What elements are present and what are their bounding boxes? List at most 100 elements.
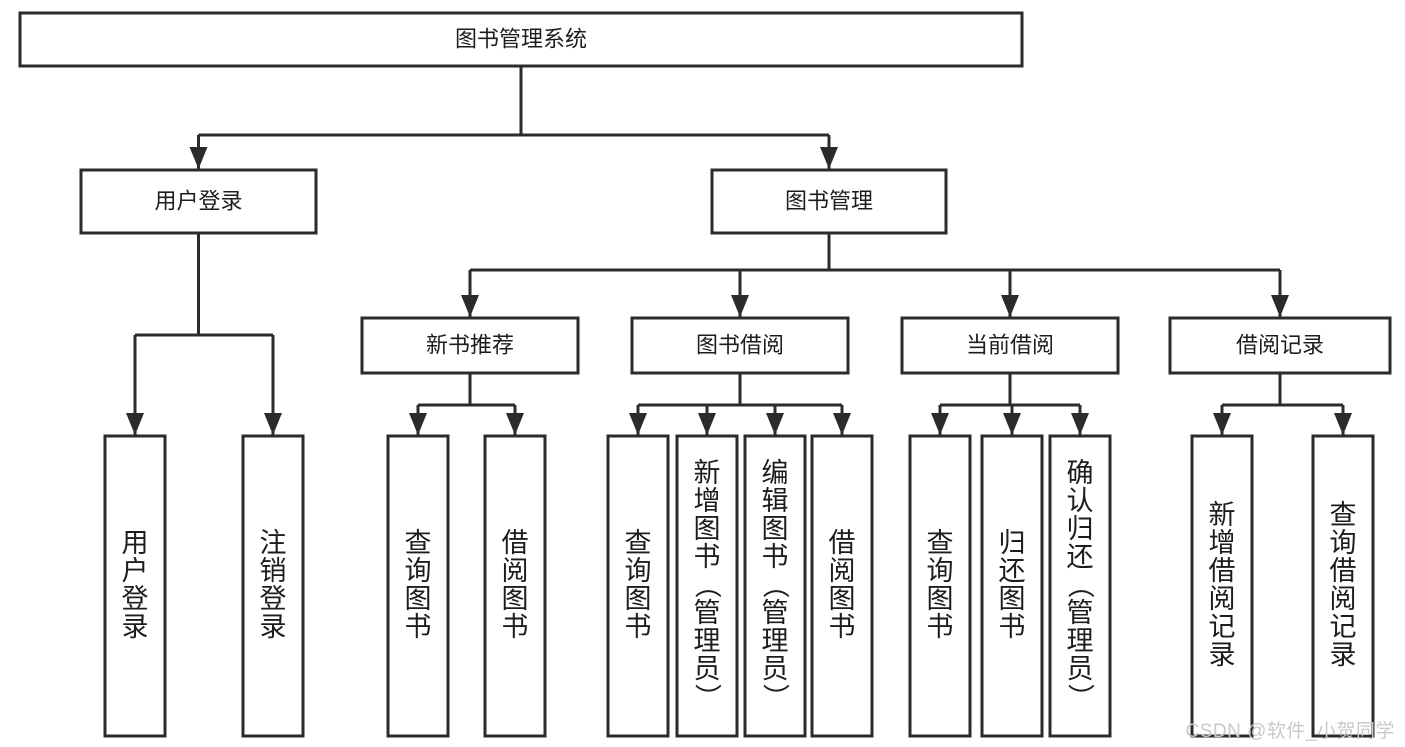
- node-label: 用户登录: [154, 188, 242, 213]
- node-label: 借阅记录: [1236, 332, 1324, 357]
- node-label-char: 图: [502, 584, 529, 614]
- node-label-char: 询: [405, 556, 432, 586]
- node-box: [386, 434, 450, 738]
- node-label-char: ）: [760, 683, 790, 710]
- node-e696b0e4b9a6e68ea8e88d90-level3[interactable]: 新书推荐: [360, 316, 580, 375]
- node-box: [908, 434, 972, 738]
- node-label-char: 增: [1209, 528, 1236, 558]
- node-label-char: 增: [694, 486, 721, 516]
- arrow-head-icon: [506, 413, 524, 435]
- node-label-char: 登: [122, 584, 149, 614]
- arrow-head-icon: [698, 413, 716, 435]
- node-label-char: 登: [260, 584, 287, 614]
- node-label-char: 图: [829, 584, 856, 614]
- node-label-char: 图: [625, 584, 652, 614]
- node-label-char: 阅: [1330, 584, 1357, 614]
- node-label-char: 员: [762, 654, 789, 684]
- node-label: 当前借阅: [966, 332, 1054, 357]
- node-label-char: 新: [1209, 500, 1236, 530]
- node-label-char: 理: [694, 626, 721, 656]
- node-e59bbee4b9a6e7aea1e79086-level2[interactable]: 图书管理: [710, 168, 948, 235]
- node-label-char: 询: [927, 556, 954, 586]
- arrow-head-icon: [461, 295, 479, 317]
- arrow-head-icon: [1213, 413, 1231, 435]
- arrow-head-icon: [189, 147, 208, 169]
- node-label-char: 用: [122, 528, 149, 558]
- node-box: [1168, 316, 1392, 375]
- node-e59bbee4b9a6e5809fe99885-level3[interactable]: 图书借阅: [630, 316, 850, 375]
- node-label-char: 阅: [502, 556, 529, 586]
- arrow-head-icon: [820, 147, 838, 169]
- node-box: [1190, 434, 1254, 738]
- node-label-char: 认: [1067, 486, 1094, 516]
- node-label-char: 管: [1067, 598, 1094, 628]
- node-label-char: 图: [694, 514, 721, 544]
- node-label-char: 记: [1330, 612, 1357, 642]
- node-label-char: 录: [260, 612, 287, 642]
- node-label-char: 借: [1209, 556, 1236, 586]
- arrow-head-icon: [629, 413, 647, 435]
- node-label-char: 询: [1330, 528, 1357, 558]
- node-label-char: （: [1065, 571, 1095, 598]
- node-e5bd93e5898de5809fe99885-level3[interactable]: 当前借阅: [900, 316, 1120, 375]
- node-box: [103, 434, 167, 738]
- node-label-char: 借: [829, 528, 856, 558]
- node-box: [810, 434, 874, 738]
- arrow-head-icon: [1271, 295, 1289, 317]
- node-layer: 图书管理系统用户登录用户登录注销登录图书管理新书推荐查询图书借阅图书图书借阅查询…: [18, 11, 1392, 738]
- node-box: [980, 434, 1044, 738]
- node-label-char: 录: [1330, 640, 1357, 670]
- node-label-char: 查: [625, 528, 652, 558]
- node-label-char: （: [760, 571, 790, 598]
- node-e5809fe99885e8aeb0e5bd95-level3[interactable]: 借阅记录: [1168, 316, 1392, 375]
- node-e794a8e688b7e799bbe5bd95-level2[interactable]: 用户登录: [79, 168, 318, 235]
- node-label-char: 阅: [1209, 584, 1236, 614]
- node-label-char: 图: [405, 584, 432, 614]
- node-label-char: 还: [999, 556, 1026, 586]
- node-e794a8e688b7e799bbe5bd95-leaf[interactable]: 用户登录: [103, 434, 167, 738]
- node-label-char: 理: [1067, 626, 1094, 656]
- node-label-char: 确: [1067, 458, 1094, 488]
- node-label-char: （: [692, 571, 722, 598]
- node-label-char: 书: [829, 612, 856, 642]
- node-label-char: 编: [762, 458, 789, 488]
- node-label-char: 书: [999, 612, 1026, 642]
- node-label-char: 图: [999, 584, 1026, 614]
- node-label: 图书借阅: [696, 332, 784, 357]
- node-label-char: 归: [999, 528, 1026, 558]
- node-box: [710, 168, 948, 235]
- node-label: 图书管理系统: [455, 26, 587, 51]
- arrow-head-icon: [1001, 295, 1019, 317]
- node-label-char: 书: [625, 612, 652, 642]
- arrow-head-icon: [766, 413, 784, 435]
- node-label-char: 辑: [762, 486, 789, 516]
- node-label-char: 员: [694, 654, 721, 684]
- node-label-char: 注: [260, 528, 287, 558]
- node-box: [18, 11, 1024, 68]
- arrow-head-icon: [1003, 413, 1021, 435]
- node-e59bbee4b9a6e7aea1e79086-root[interactable]: 图书管理系统: [18, 11, 1024, 68]
- node-label-char: 借: [502, 528, 529, 558]
- node-label-char: 查: [405, 528, 432, 558]
- node-label-char: 查: [1330, 500, 1357, 530]
- node-box: [483, 434, 547, 738]
- arrow-head-icon: [409, 413, 427, 435]
- node-label-char: 销: [260, 556, 287, 586]
- connector-layer: [126, 66, 1352, 435]
- node-box: [360, 316, 580, 375]
- arrow-head-icon: [264, 413, 282, 435]
- node-box: [743, 434, 807, 738]
